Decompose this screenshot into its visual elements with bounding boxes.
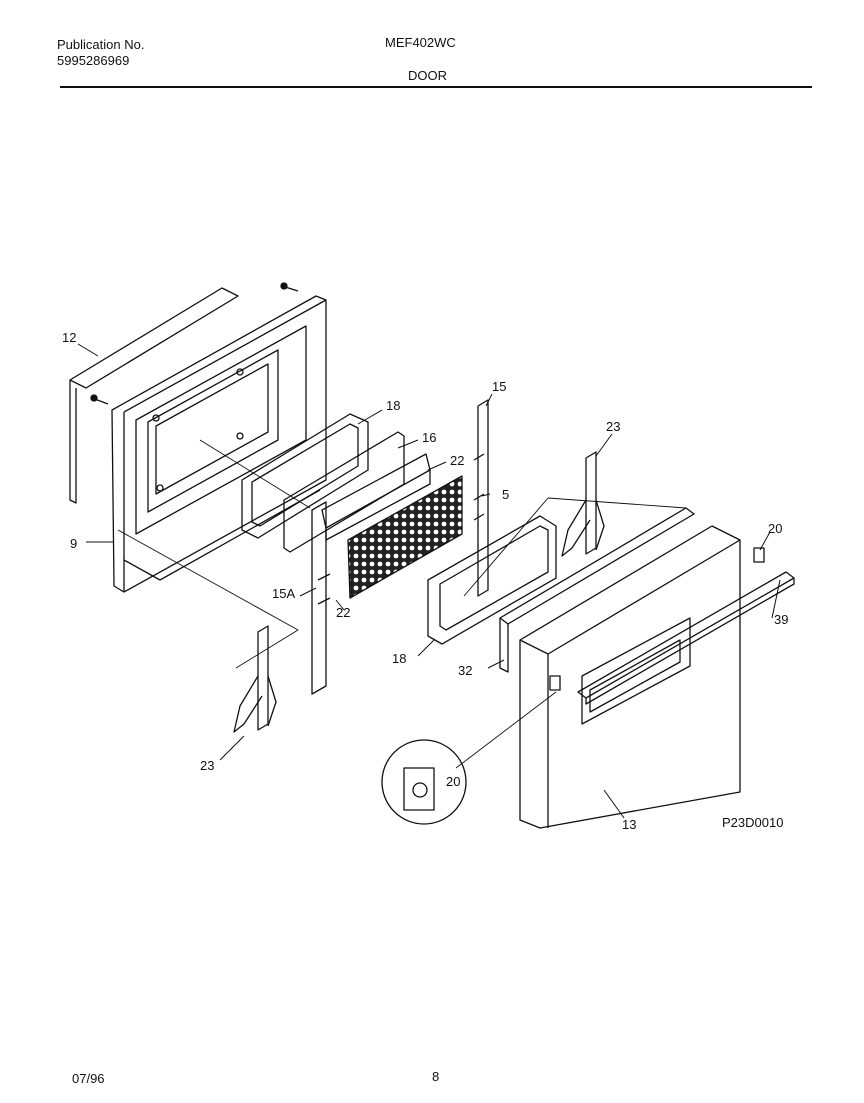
diagram-code: P23D0010 [722, 815, 784, 830]
callout-18-upper: 18 [386, 398, 401, 413]
door-gasket [69, 287, 239, 504]
callout-23-upper: 23 [606, 419, 621, 434]
callout-32: 32 [458, 663, 473, 678]
callout-39: 39 [774, 612, 789, 627]
callout-15: 15 [492, 379, 507, 394]
callout-9: 9 [70, 536, 78, 551]
screw-top [280, 282, 299, 292]
hinge-channel-left [311, 501, 331, 695]
window-frame-upper [241, 413, 369, 539]
publication-label: Publication No. [57, 37, 145, 52]
detail-circle [381, 739, 467, 825]
assembly-lines [117, 439, 687, 769]
footer-date: 07/96 [72, 1071, 105, 1086]
section-title: DOOR [408, 68, 447, 83]
perforated-shield [347, 475, 463, 599]
callout-16: 16 [422, 430, 437, 445]
callout-20-upper: 20 [768, 521, 783, 536]
door-handle [577, 571, 795, 705]
publication-number: 5995286969 [57, 53, 130, 68]
inner-door-panel [111, 295, 327, 593]
clip-20 [549, 547, 765, 691]
screw-left [90, 394, 109, 405]
callout-18-lower: 18 [392, 651, 407, 666]
callout-23-lower: 23 [200, 758, 215, 773]
hinge-upper-right [561, 451, 605, 557]
callout-13: 13 [622, 817, 637, 832]
hinge-channel-right [473, 399, 489, 597]
callout-20-detail: 20 [446, 774, 461, 789]
callout-22-lower: 22 [336, 605, 351, 620]
callout-15a: 15A [272, 586, 296, 601]
door-liner-panel [499, 507, 695, 673]
callout-5: 5 [502, 487, 510, 502]
header-rule [60, 86, 812, 88]
model-number: MEF402WC [385, 35, 456, 50]
hinge-lower-left [233, 625, 277, 733]
window-frame-lower [427, 515, 557, 645]
callout-leaders [77, 343, 781, 819]
callout-22-upper: 22 [450, 453, 465, 468]
callout-12: 12 [62, 330, 77, 345]
page-number: 8 [432, 1069, 440, 1084]
outer-door-panel [519, 525, 741, 829]
